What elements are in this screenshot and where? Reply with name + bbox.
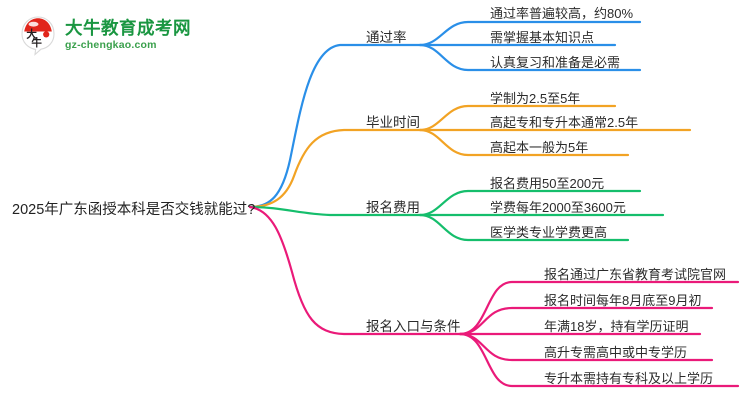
logo-domain: gz-chengkao.com [65, 39, 157, 51]
branch-label-baomingrukou[interactable]: 报名入口与条件 [366, 319, 461, 334]
leaf-label-b3-3[interactable]: 医学类专业学费更高 [490, 225, 608, 240]
leaf-label-b4-2[interactable]: 报名时间每年8月底至9月初 [544, 293, 702, 308]
leaf-label-b1-1[interactable]: 通过率普遍较高，约80% [490, 6, 634, 21]
site-logo[interactable]: 大 牛 大牛教育成考网 gz-chengkao.com [18, 12, 198, 58]
leaf-label-b1-2[interactable]: 需掌握基本知识点 [490, 30, 595, 45]
leaf-label-b2-2[interactable]: 高起专和专升本通常2.5年 [490, 115, 639, 130]
root-node-label[interactable]: 2025年广东函授本科是否交钱就能过? [12, 202, 256, 218]
leaf-label-b4-5[interactable]: 专升本需持有专科及以上学历 [544, 371, 714, 386]
leaf-label-b2-3[interactable]: 高起本一般为5年 [490, 140, 589, 155]
leaf-label-b3-2[interactable]: 学费每年2000至3600元 [490, 200, 626, 215]
leaf-label-b4-3[interactable]: 年满18岁，持有学历证明 [544, 319, 689, 334]
branch-label-baomingfeiyong[interactable]: 报名费用 [366, 200, 420, 215]
leaf-label-b1-3[interactable]: 认真复习和准备是必需 [490, 55, 621, 70]
branch-label-biyeshijian[interactable]: 毕业时间 [366, 115, 420, 130]
logo-title: 大牛教育成考网 [65, 17, 191, 38]
svg-text:大: 大 [26, 27, 37, 40]
svg-text:牛: 牛 [31, 36, 42, 49]
bull-head-logo-icon: 大 牛 [18, 14, 58, 56]
leaf-label-b4-4[interactable]: 高升专需高中或中专学历 [544, 345, 688, 360]
leaf-label-b2-1[interactable]: 学制为2.5至5年 [490, 91, 581, 106]
leaf-label-b4-1[interactable]: 报名通过广东省教育考试院官网 [544, 267, 727, 282]
logo-text-block: 大牛教育成考网 gz-chengkao.com [65, 17, 191, 51]
branch-label-tongguolv[interactable]: 通过率 [366, 30, 407, 45]
leaf-label-b3-1[interactable]: 报名费用50至200元 [490, 176, 605, 191]
